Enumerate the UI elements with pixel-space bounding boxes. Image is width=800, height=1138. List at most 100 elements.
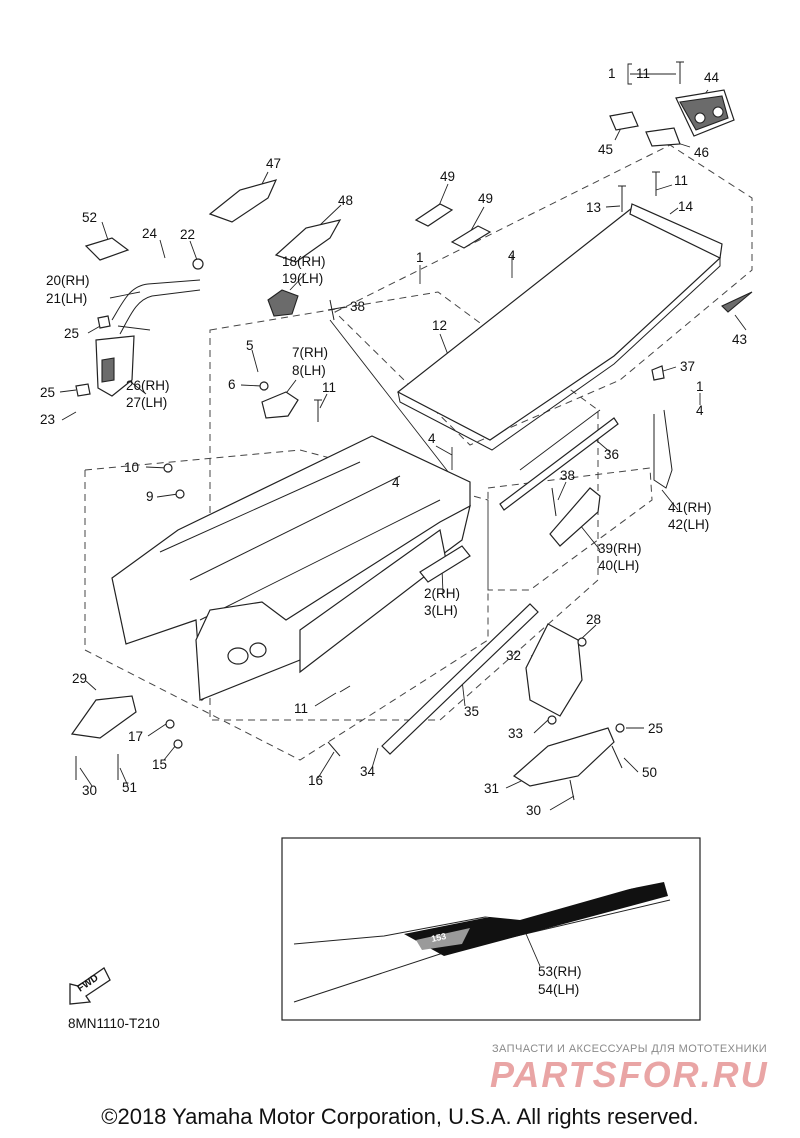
part-rear-plate xyxy=(396,203,723,451)
callout: 36 xyxy=(604,447,619,462)
callout: 13 xyxy=(586,200,601,215)
callout: 25 xyxy=(64,326,79,341)
callout: 21(LH) xyxy=(46,291,87,306)
callout: 11 xyxy=(294,701,308,716)
callout: 23 xyxy=(40,412,55,427)
callout: 22 xyxy=(180,227,195,242)
callout: 49 xyxy=(478,191,493,206)
callout: 51 xyxy=(122,780,137,795)
decal-48 xyxy=(274,219,342,263)
callout: 5 xyxy=(246,338,254,353)
watermark-brand: PARTSFOR.RU xyxy=(490,1054,769,1095)
callout: 1 xyxy=(696,379,704,394)
callout: 18(RH) xyxy=(282,254,326,269)
callout: 25 xyxy=(40,385,55,400)
callout: 4 xyxy=(508,248,516,263)
callout: 37 xyxy=(680,359,695,374)
part-reflector-43 xyxy=(721,291,753,313)
callout: 11 xyxy=(636,66,650,81)
callout: 7(RH) xyxy=(292,345,328,360)
callout: 44 xyxy=(704,70,720,85)
fwd-arrow-icon xyxy=(69,967,111,1005)
callout: 46 xyxy=(694,145,709,160)
callout: 4 xyxy=(428,431,436,446)
callout: 41(RH) xyxy=(668,500,712,515)
part-bracket-20 xyxy=(111,279,201,335)
part-cover-52 xyxy=(84,237,130,261)
decal-46 xyxy=(645,127,681,147)
callout: 14 xyxy=(678,199,694,214)
part-rod-35 xyxy=(381,603,539,755)
callout: 34 xyxy=(360,764,376,779)
part-frame-side xyxy=(195,504,471,701)
callout: 9 xyxy=(146,489,154,504)
decal-detail-box xyxy=(281,837,701,1021)
fasteners xyxy=(75,258,625,801)
callout: 12 xyxy=(432,318,447,333)
copyright-notice: ©2018 Yamaha Motor Corporation, U.S.A. A… xyxy=(101,1104,699,1129)
callout: 15 xyxy=(152,757,167,772)
part-clip-25 xyxy=(75,315,111,397)
callout: 3(LH) xyxy=(424,603,458,618)
watermark-tagline: ЗАПЧАСТИ И АКСЕССУАРЫ ДЛЯ МОТОТЕХНИКИ xyxy=(492,1043,768,1055)
callout: 33 xyxy=(508,726,523,741)
part-side-plate-39 xyxy=(549,487,601,547)
callout: 31 xyxy=(484,781,499,796)
callout: 1 xyxy=(416,250,424,265)
callout: 42(LH) xyxy=(668,517,709,532)
callout: 32 xyxy=(506,648,521,663)
part-grab-37 xyxy=(651,365,665,381)
callout: 45 xyxy=(598,142,613,157)
callout: 20(RH) xyxy=(46,273,90,288)
part-guard-32 xyxy=(525,623,583,717)
callout: 38 xyxy=(560,468,575,483)
callout: 11 xyxy=(674,173,688,188)
callout: 2(RH) xyxy=(424,586,460,601)
callout: 6 xyxy=(228,377,236,392)
part-tube-36 xyxy=(499,417,619,511)
part-footrest-2 xyxy=(419,545,471,583)
callout: 49 xyxy=(440,169,455,184)
callout: 53(RH) xyxy=(538,964,582,979)
part-bracket-26 xyxy=(95,335,135,397)
callout: 38 xyxy=(350,299,365,314)
callout: 26(RH) xyxy=(126,378,170,393)
rivets-11 xyxy=(314,61,684,422)
callout: 29 xyxy=(72,671,87,686)
callout: 52 xyxy=(82,210,97,225)
callout: 16 xyxy=(308,773,323,788)
callout: 54(LH) xyxy=(538,982,579,997)
callout: 10 xyxy=(124,460,139,475)
callout: 47 xyxy=(266,156,281,171)
callout: 25 xyxy=(648,721,663,736)
part-cover-18 xyxy=(267,289,299,317)
callout: 27(LH) xyxy=(126,395,167,410)
decal-number: 153 xyxy=(430,931,447,944)
callout: 19(LH) xyxy=(282,271,323,286)
callout: 35 xyxy=(464,704,479,719)
part-footboard-31 xyxy=(512,727,615,787)
callout: 40(LH) xyxy=(598,558,639,573)
callout: 43 xyxy=(732,332,747,347)
callout: 50 xyxy=(642,765,657,780)
part-mount-7 xyxy=(261,391,299,419)
diagram-code: 8MN1110-T210 xyxy=(68,1016,160,1031)
callout: 4 xyxy=(696,403,704,418)
callout-labels: 1 11 44 45 46 47 49 49 48 11 13 14 52 24… xyxy=(40,66,747,997)
callout: 1 xyxy=(608,66,616,81)
callout: 48 xyxy=(338,193,353,208)
callout: 8(LH) xyxy=(292,363,326,378)
callout: 17 xyxy=(128,729,143,744)
part-footboard-29 xyxy=(70,695,137,739)
callout: 24 xyxy=(142,226,158,241)
callout: 28 xyxy=(586,612,601,627)
decal-stripe-53 xyxy=(293,882,671,1003)
callout: 30 xyxy=(82,783,97,798)
decal-49b xyxy=(450,225,492,249)
callout: 11 xyxy=(322,380,336,395)
assembly-boundary-side xyxy=(487,467,653,591)
callout: 4 xyxy=(392,475,400,490)
decal-45 xyxy=(609,111,639,131)
assembly-boundary-tunnel xyxy=(209,291,599,721)
